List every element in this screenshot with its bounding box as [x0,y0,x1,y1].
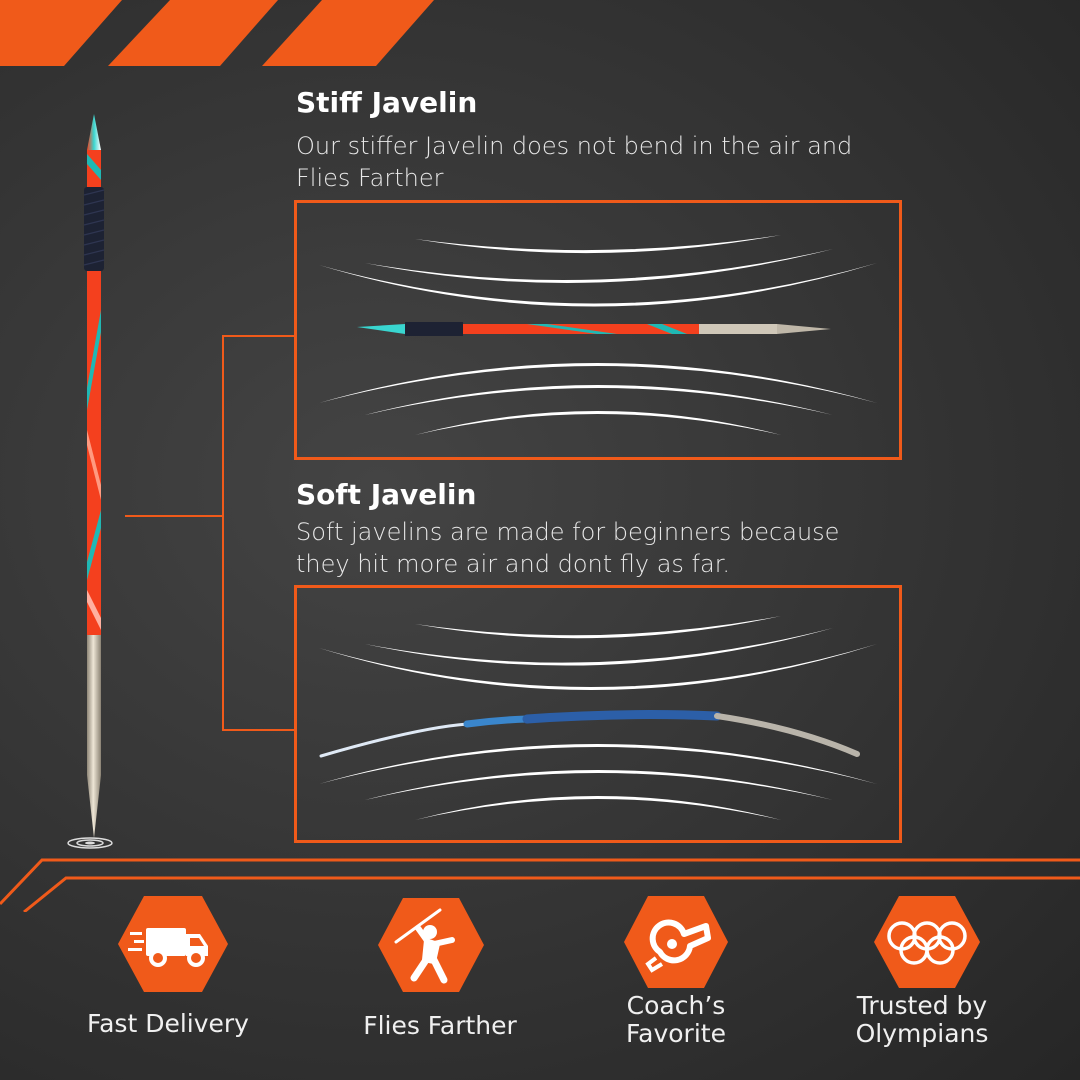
top-stripes-decoration [0,0,434,66]
soft-javelin-image [319,710,860,758]
stiff-desc-line-1: Our stiffer Javelin does not bend in the… [296,132,853,160]
stiff-javelin-title: Stiff Javelin [296,86,478,119]
soft-javelin-title: Soft Javelin [296,478,477,511]
javelin-thrower-icon [378,898,484,992]
soft-desc-line-1: Soft javelins are made for beginners bec… [296,518,840,546]
feature-label-fast-delivery: Fast Delivery [87,1009,249,1038]
feature-label-coaches-line-2: Favorite [626,1019,726,1048]
olympic-rings-icon [874,896,980,988]
stiff-javelin-illustration-box [294,200,902,460]
vertical-javelin-image [67,114,113,849]
stiff-javelin-image [357,322,831,336]
soft-javelin-description: Soft javelins are made for beginners bec… [296,516,936,580]
stiff-desc-line-2: Flies Farther [296,164,444,192]
bottom-rail-decoration [0,858,1080,912]
feature-label-coaches-favorite: Coach’s Favorite [576,992,776,1048]
feature-label-trusted-line-2: Olympians [855,1019,989,1048]
stiff-javelin-description: Our stiffer Javelin does not bend in the… [296,130,936,194]
feature-label-coaches-line-1: Coach’s [626,991,726,1020]
whistle-icon [624,896,728,988]
soft-javelin-illustration-box [294,585,902,843]
stiff-airflow-illustration [319,235,877,435]
delivery-truck-icon [118,896,228,992]
feature-label-trusted-line-1: Trusted by [856,991,988,1020]
soft-desc-line-2: they hit more air and dont fly as far. [296,550,730,578]
feature-label-trusted-by-olympians: Trusted by Olympians [822,992,1022,1048]
feature-label-flies-farther: Flies Farther [363,1011,517,1040]
connector-lines [125,335,297,731]
soft-airflow-illustration [319,616,877,820]
